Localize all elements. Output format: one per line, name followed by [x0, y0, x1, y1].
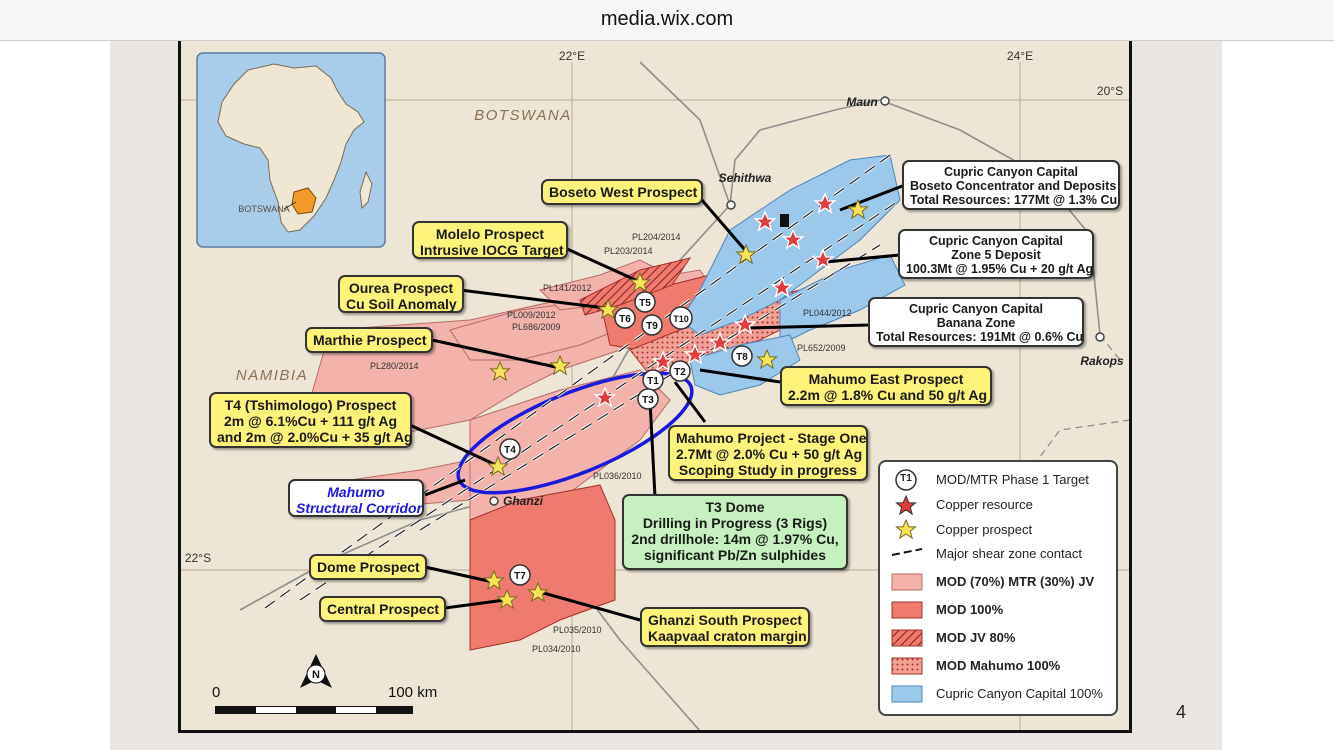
legend-target-symbol: T1 [900, 473, 912, 484]
browser-address-bar[interactable]: media.wix.com [0, 0, 1334, 41]
map-legend: T1 MOD/MTR Phase 1 Target Copper resourc… [878, 460, 1118, 716]
town-rakops: Rakops [1080, 354, 1124, 368]
licence-pl035: PL035/2010 [553, 625, 602, 635]
callout-boseto-deposits: Cupric Canyon Capital Boseto Concentrato… [902, 160, 1120, 210]
licence-pl652: PL652/2009 [797, 343, 846, 353]
url-text: media.wix.com [600, 8, 734, 30]
callout-dome: Dome Prospect [309, 554, 427, 580]
town-ghanzi: Ghanzi [503, 494, 544, 508]
longitude-22-label: 22°E [559, 49, 585, 63]
callout-t3-dome: T3 Dome Drilling in Progress (3 Rigs) 2n… [622, 494, 848, 570]
legend-mahumo100: MOD Mahumo 100% [936, 658, 1061, 673]
licence-pl203: PL203/2014 [604, 246, 653, 256]
town-sehithwa: Sehithwa [719, 171, 772, 185]
callout-mahumo-corridor: Mahumo Structural Corridor [288, 479, 424, 517]
callout-t4-tshimologo: T4 (Tshimologo) Prospect 2m @ 6.1%Cu + 1… [209, 392, 413, 448]
target-t3: T3 [642, 395, 654, 406]
licence-pl009: PL009/2012 [507, 310, 556, 320]
licence-pl044: PL044/2012 [803, 308, 852, 318]
target-t2: T2 [674, 367, 686, 378]
legend-jv: MOD (70%) MTR (30%) JV [936, 574, 1095, 589]
licence-pl204: PL204/2014 [632, 232, 681, 242]
callout-ourea: Ourea Prospect Cu Soil Anomaly [338, 275, 464, 313]
africa-shape [217, 63, 365, 233]
target-t10: T10 [673, 314, 689, 324]
scale-bar [215, 706, 413, 714]
page-margin-left [0, 41, 110, 750]
africa-inset-map: BOTSWANA [196, 52, 386, 248]
botswana-label: BOTSWANA [474, 107, 572, 124]
licence-pl036: PL036/2010 [593, 471, 642, 481]
callout-mahumo-project: Mahumo Project - Stage One 2.7Mt @ 2.0% … [668, 425, 868, 481]
latitude-20-label: 20°S [1097, 84, 1123, 98]
callout-leaders [409, 183, 906, 622]
legend-resource: Copper resource [936, 497, 1033, 512]
target-t4: T4 [504, 445, 516, 456]
legend-mod100: MOD 100% [936, 602, 1004, 617]
compass-icon [306, 664, 326, 684]
callout-central: Central Prospect [319, 596, 446, 622]
legend-ccc100: Cupric Canyon Capital 100% [936, 686, 1103, 701]
longitude-24-label: 24°E [1007, 49, 1033, 63]
target-t1: T1 [647, 376, 659, 387]
town-maun: Maun [846, 95, 877, 109]
target-markers [499, 291, 753, 586]
legend-target: MOD/MTR Phase 1 Target [936, 472, 1089, 487]
legend-prospect: Copper prospect [936, 522, 1033, 537]
scale-distance: 100 km [388, 684, 438, 701]
page-margin-right [1222, 41, 1334, 750]
licence-labels: PL204/2014 PL203/2014 PL141/2012 PL009/2… [370, 232, 852, 654]
callout-banana-zone: Cupric Canyon Capital Banana Zone Total … [868, 297, 1084, 347]
callout-molelo: Molelo Prospect Intrusive IOCG Target [412, 221, 568, 259]
legend-shear: Major shear zone contact [936, 546, 1082, 561]
namibia-label: NAMIBIA [236, 367, 308, 384]
target-t5: T5 [639, 298, 651, 309]
licence-pl280: PL280/2014 [370, 361, 419, 371]
target-labels: T1 T2 T3 T4 T5 T6 T7 T8 T9 T10 [504, 298, 748, 582]
target-t6: T6 [619, 314, 631, 325]
target-t7: T7 [514, 571, 526, 582]
north-arrow: N [300, 654, 332, 688]
callout-zone5-deposit: Cupric Canyon Capital Zone 5 Deposit 100… [898, 229, 1094, 279]
callout-mahumo-east: Mahumo East Prospect 2.2m @ 1.8% Cu and … [780, 366, 992, 406]
legend-modjv80: MOD JV 80% [936, 630, 1016, 645]
licence-pl141: PL141/2012 [543, 283, 592, 293]
north-label: N [312, 669, 320, 681]
callout-ghanzi-south: Ghanzi South Prospect Kaapvaal craton ma… [640, 607, 810, 647]
scale-zero: 0 [212, 684, 221, 701]
licence-pl686: PL686/2009 [512, 322, 561, 332]
licence-pl034: PL034/2010 [532, 644, 581, 654]
page-number: 4 [1176, 702, 1187, 722]
callout-boseto-west: Boseto West Prospect [541, 179, 703, 205]
inset-botswana-label: BOTSWANA [238, 204, 289, 214]
callout-marthie: Marthie Prospect [305, 327, 433, 353]
concentrator-marker [780, 214, 789, 227]
town-markers [489, 96, 1105, 506]
latitude-22-label: 22°S [185, 551, 211, 565]
target-t8: T8 [736, 352, 748, 363]
target-t9: T9 [646, 321, 658, 332]
